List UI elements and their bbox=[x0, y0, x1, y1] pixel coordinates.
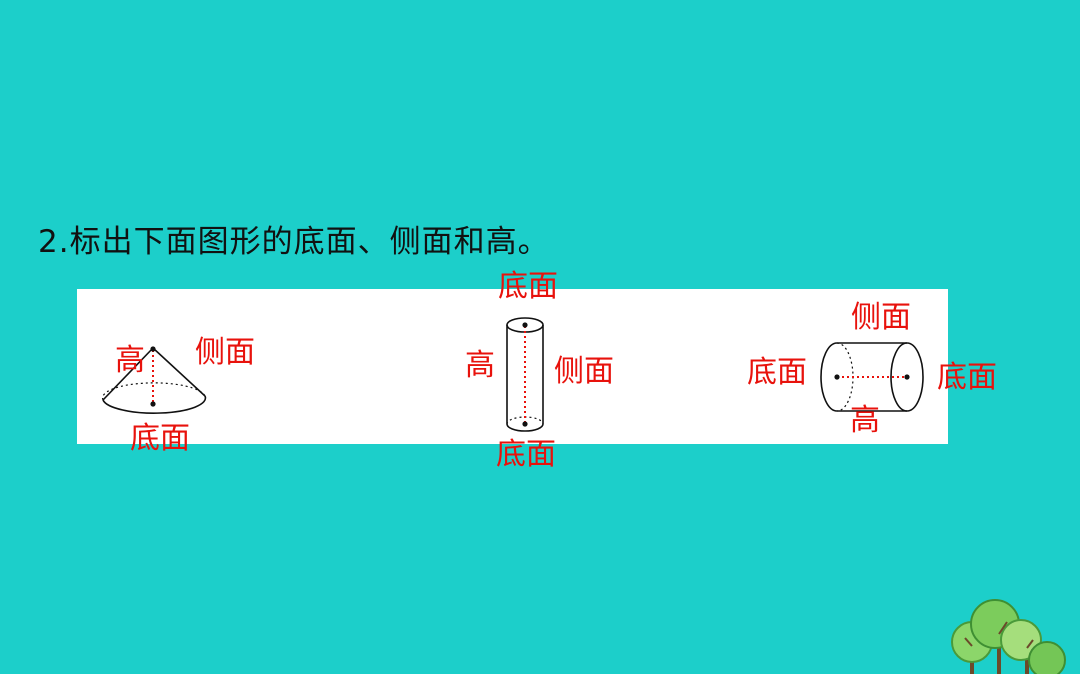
cone-base-label: 底面 bbox=[130, 421, 190, 456]
tall-cylinder-top-base-label: 底面 bbox=[498, 269, 558, 304]
cone-height-label: 高 bbox=[115, 343, 145, 378]
figure-panel bbox=[77, 289, 948, 444]
lying-cylinder-lateral-label: 侧面 bbox=[851, 300, 911, 335]
question-text: 2.标出下面图形的底面、侧面和高。 bbox=[38, 224, 550, 260]
cone-lateral-label: 侧面 bbox=[195, 335, 255, 370]
lying-cylinder-figure bbox=[820, 342, 924, 412]
tall-cylinder-lateral-label: 侧面 bbox=[554, 354, 614, 389]
tall-cylinder-height-label: 高 bbox=[465, 348, 495, 383]
tree-decoration-icon bbox=[951, 599, 1066, 674]
lying-cylinder-height-label: 高 bbox=[850, 403, 880, 438]
cone-figure bbox=[101, 346, 207, 414]
tall-cylinder-bottom-base-label: 底面 bbox=[496, 437, 556, 472]
tall-cylinder-figure bbox=[506, 317, 544, 432]
lying-cylinder-left-base-label: 底面 bbox=[747, 355, 807, 390]
lying-cylinder-right-base-label: 底面 bbox=[937, 360, 997, 395]
